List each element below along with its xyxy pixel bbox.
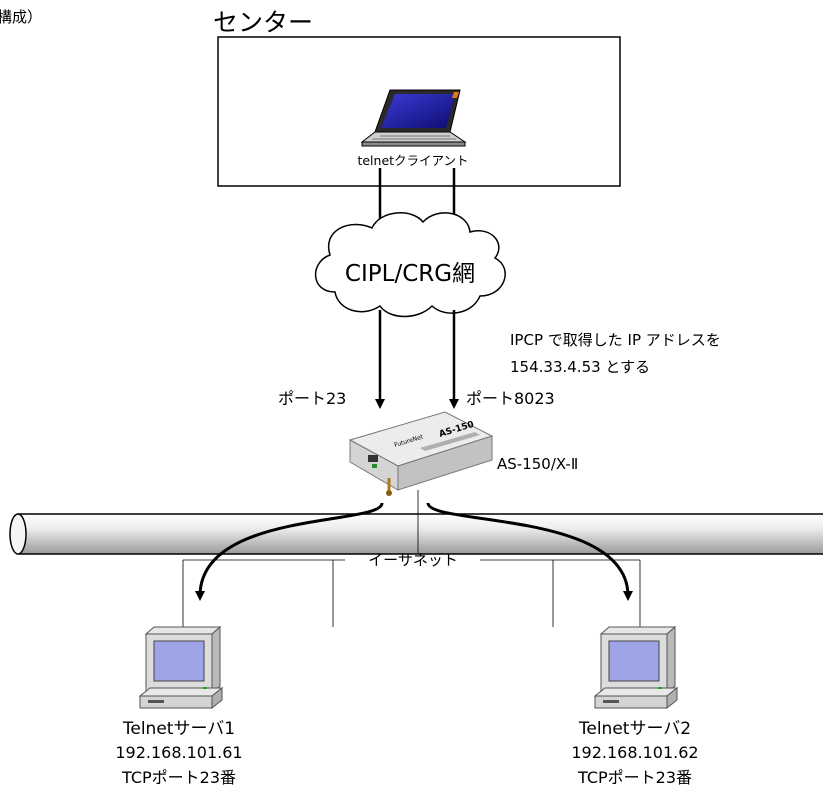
arrow-to-server1	[195, 502, 384, 601]
server1-name: Telnetサーバ1	[122, 719, 235, 739]
ip-note-line1: IPCP で取得した IP アドレスを	[510, 331, 721, 349]
ip-note-line2: 154.33.4.53 とする	[510, 358, 650, 376]
port-right-label: ポート8023	[466, 389, 555, 408]
client-label: telnetクライアント	[357, 153, 468, 168]
port-left-label: ポート23	[278, 389, 346, 408]
laptop-icon	[360, 89, 467, 147]
server2-ip: 192.168.101.62	[571, 743, 698, 762]
server2-computer-icon	[593, 625, 679, 710]
server1-computer-icon	[138, 625, 224, 710]
network-cloud	[314, 212, 506, 318]
router-icon	[348, 411, 494, 496]
arrow-to-server2	[426, 502, 633, 601]
server1-port: TCPポート23番	[121, 768, 236, 787]
server1-ip: 192.168.101.61	[115, 743, 242, 762]
server2-port: TCPポート23番	[577, 768, 692, 787]
ethernet-pipe	[9, 513, 823, 555]
network-label: CIPL/CRG網	[345, 261, 475, 287]
ethernet-wiring	[182, 490, 641, 630]
server2-name: Telnetサーバ2	[578, 719, 691, 739]
ethernet-label: イーサネット	[368, 551, 458, 569]
center-title: センター	[213, 8, 313, 37]
corner-label: 構成）	[0, 8, 42, 26]
router-label: AS-150/X-Ⅱ	[497, 455, 578, 473]
